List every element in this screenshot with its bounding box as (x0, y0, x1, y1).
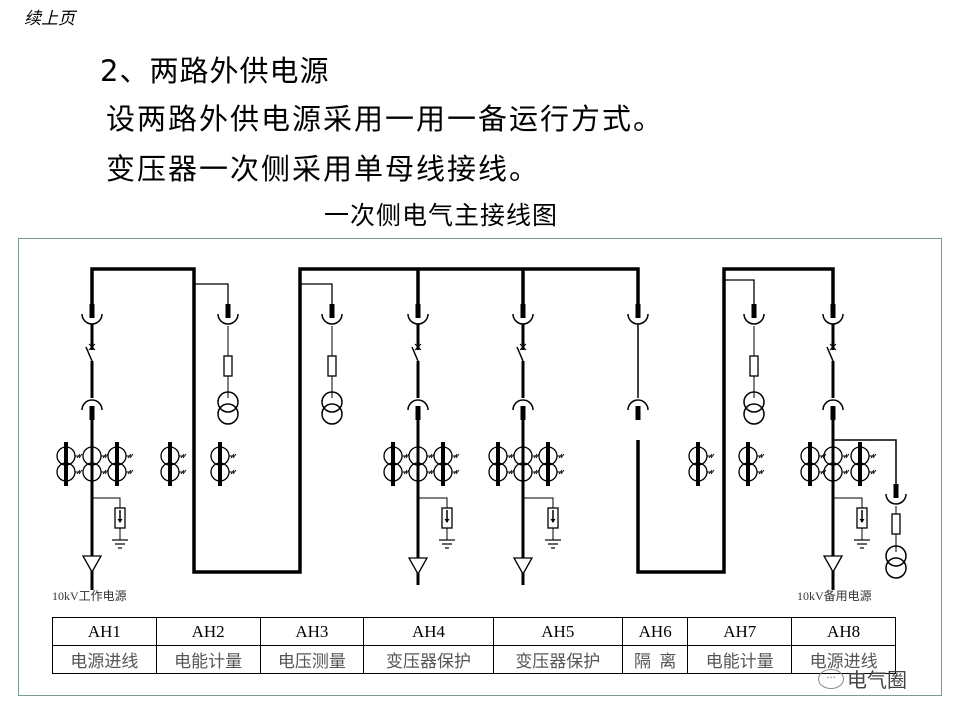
panel-id: AH4 (363, 617, 494, 646)
description-line-2: 变压器一次侧采用单母线接线。 (106, 152, 541, 186)
panel-function: 变压器保护 (363, 645, 494, 674)
watermark-text: 电气圈 (847, 668, 907, 692)
panel-function: 电能计量 (687, 645, 793, 674)
feeder-ah3 (321, 303, 343, 425)
panel-id: AH1 (52, 617, 157, 646)
feeder-ah6 (627, 303, 649, 421)
panel-function: 变压器保护 (492, 645, 623, 674)
panel-function-row: 电源进线 电能计量 电压测量 变压器保护 变压器保护 隔 离 电能计量 电源进线 (52, 645, 896, 674)
figure-title: 一次侧电气主接线图 (324, 201, 559, 230)
busbar-lines (90, 267, 835, 574)
feeder-ah4 (384, 303, 459, 585)
feeder-ah7 (689, 303, 765, 486)
section-title: 2、两路外供电源 (100, 54, 330, 88)
feeder-ah8 (801, 303, 907, 590)
watermark: ··· 电气圈 (818, 664, 907, 693)
chat-bubble-icon: ··· (818, 668, 844, 689)
source-right-label: 10kV备用电源 (797, 589, 872, 603)
panel-id: AH3 (259, 617, 365, 646)
panel-id: AH8 (791, 617, 896, 646)
source-left-label: 10kV工作电源 (52, 589, 127, 603)
continued-label: 续上页 (24, 9, 75, 29)
panel-id: AH5 (492, 617, 623, 646)
description-line-1: 设两路外供电源采用一用一备运行方式。 (106, 102, 665, 136)
panel-id: AH7 (687, 617, 793, 646)
panel-id: AH2 (155, 617, 261, 646)
feeder-ah2 (161, 303, 239, 486)
feeder-ah5 (489, 303, 564, 585)
panel-function: 电压测量 (259, 645, 365, 674)
panel-function: 隔 离 (621, 645, 689, 674)
feeder-ah1 (57, 303, 133, 590)
panel-function: 电源进线 (52, 645, 157, 674)
panel-function: 电能计量 (155, 645, 261, 674)
panel-id: AH6 (621, 617, 689, 646)
panel-function: 电源进线 (791, 645, 896, 674)
panel-id-row: AH1 AH2 AH3 AH4 AH5 AH6 AH7 AH8 (52, 617, 896, 646)
diagram-frame (18, 238, 942, 696)
panel-table: AH1 AH2 AH3 AH4 AH5 AH6 AH7 AH8 电源进线 电能计… (52, 617, 896, 674)
